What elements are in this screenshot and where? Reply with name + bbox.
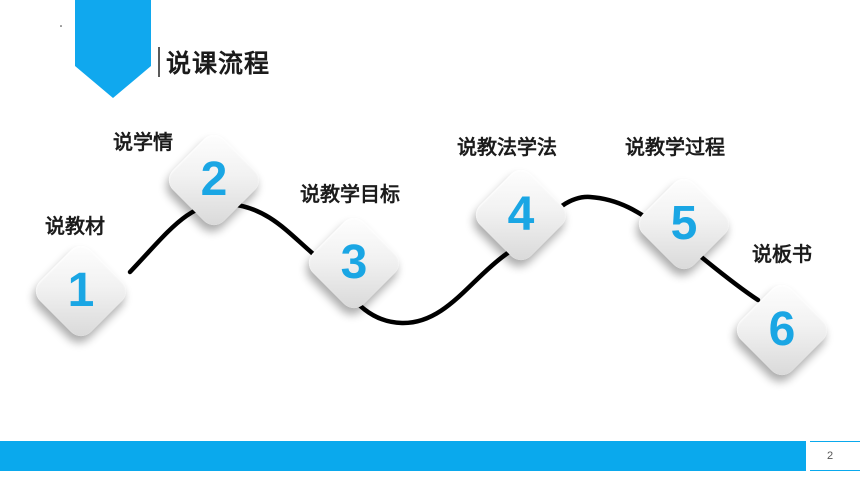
- footer-bar: [0, 441, 806, 471]
- step-1-number: 1: [67, 264, 95, 317]
- step-3: 3: [299, 208, 409, 318]
- page-number: 2: [826, 450, 834, 462]
- step-6-label: 说板书: [752, 242, 812, 266]
- step-4-label: 说教法学法: [457, 135, 557, 159]
- step-2-number: 2: [200, 153, 228, 206]
- title-badge: [60, 0, 151, 98]
- step-4-number: 4: [507, 188, 535, 241]
- step-1-label: 说教材: [45, 214, 105, 238]
- step-6-number: 6: [768, 303, 796, 356]
- step-2: 2: [159, 125, 269, 235]
- step-3-label: 说教学目标: [300, 182, 400, 206]
- title-divider: [158, 47, 160, 77]
- step-6: 6: [727, 275, 837, 385]
- step-5: 5: [629, 169, 739, 279]
- step-2-label: 说学情: [113, 130, 173, 154]
- page-number-box: [810, 441, 860, 471]
- title-badge-dot: [60, 25, 62, 27]
- page-title: 说课流程: [166, 49, 271, 78]
- title-badge-shape: [75, 0, 151, 98]
- step-5-label: 说教学过程: [625, 135, 725, 159]
- step-4: 4: [466, 160, 576, 270]
- step-5-number: 5: [670, 197, 698, 250]
- step-1: 1: [26, 236, 136, 346]
- step-3-number: 3: [340, 236, 368, 289]
